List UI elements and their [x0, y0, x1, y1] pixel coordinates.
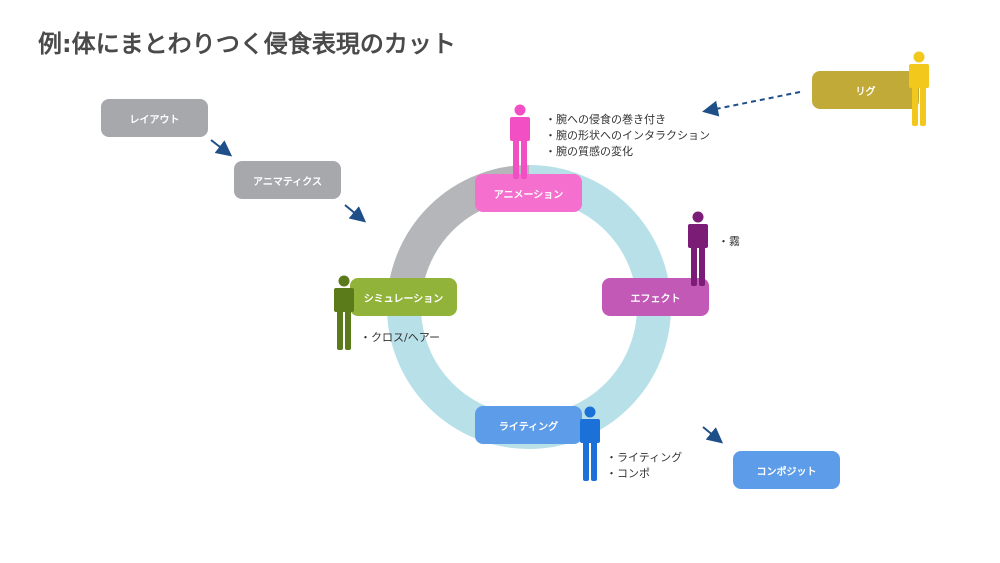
person-icon-animation	[510, 104, 530, 179]
lighting-note-1: ・ライティング	[606, 451, 683, 464]
animation-note-2: ・腕の形状へのインタラクション	[545, 129, 710, 142]
effect-note-1: ・霧	[718, 235, 740, 248]
arrow-lighting-to-composite	[702, 426, 724, 444]
arrow-layout-to-animatics	[210, 139, 233, 157]
person-icon-rig	[909, 51, 929, 126]
composite-box: コンポジット	[733, 451, 840, 489]
rig-box: リグ	[812, 71, 919, 109]
simulation-notes: ・クロス/ヘアー	[360, 330, 440, 346]
animation-box: アニメーション	[475, 174, 582, 212]
lighting-notes: ・ライティング ・コンポ	[606, 450, 682, 482]
simulation-box: シミュレーション	[350, 278, 457, 316]
effect-notes: ・霧	[718, 234, 740, 250]
page-title: 例:体にまとわりつく侵食表現のカット	[38, 30, 456, 58]
simulation-note-1: ・クロス/ヘアー	[360, 331, 441, 344]
person-icon-lighting	[580, 406, 600, 481]
animation-note-3: ・腕の質感の変化	[545, 145, 633, 158]
animation-note-1: ・腕への侵食の巻き付き	[545, 113, 666, 126]
animatics-box: アニマティクス	[234, 161, 341, 199]
lighting-box: ライティング	[475, 406, 582, 444]
arrow-rig-to-animation	[702, 91, 801, 117]
person-icon-effect	[688, 211, 708, 286]
layout-box: レイアウト	[101, 99, 208, 137]
animation-notes: ・腕への侵食の巻き付き ・腕の形状へのインタラクション ・腕の質感の変化	[545, 112, 710, 160]
arrow-animatics-to-simulation	[344, 204, 367, 223]
lighting-note-2: ・コンポ	[606, 467, 650, 480]
person-icon-simulation	[334, 275, 354, 350]
